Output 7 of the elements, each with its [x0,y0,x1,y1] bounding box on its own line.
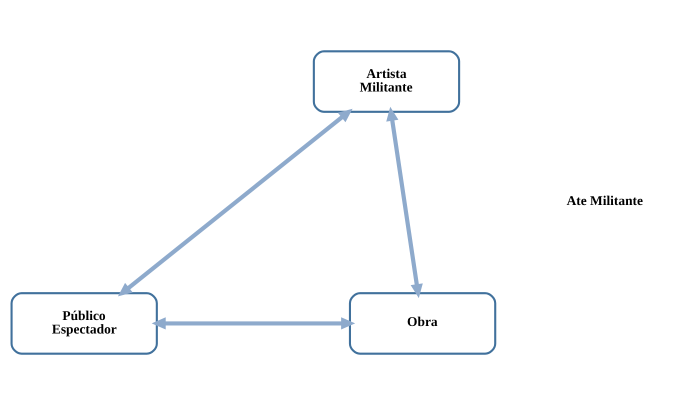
arrow [118,108,353,296]
label: Ate Militante [566,192,643,208]
node-box: Público Espectador [10,292,158,354]
node-box: Obra [348,292,496,354]
arrow [386,106,423,298]
node-box: Artista Militante [312,50,460,112]
arrow [152,316,356,330]
